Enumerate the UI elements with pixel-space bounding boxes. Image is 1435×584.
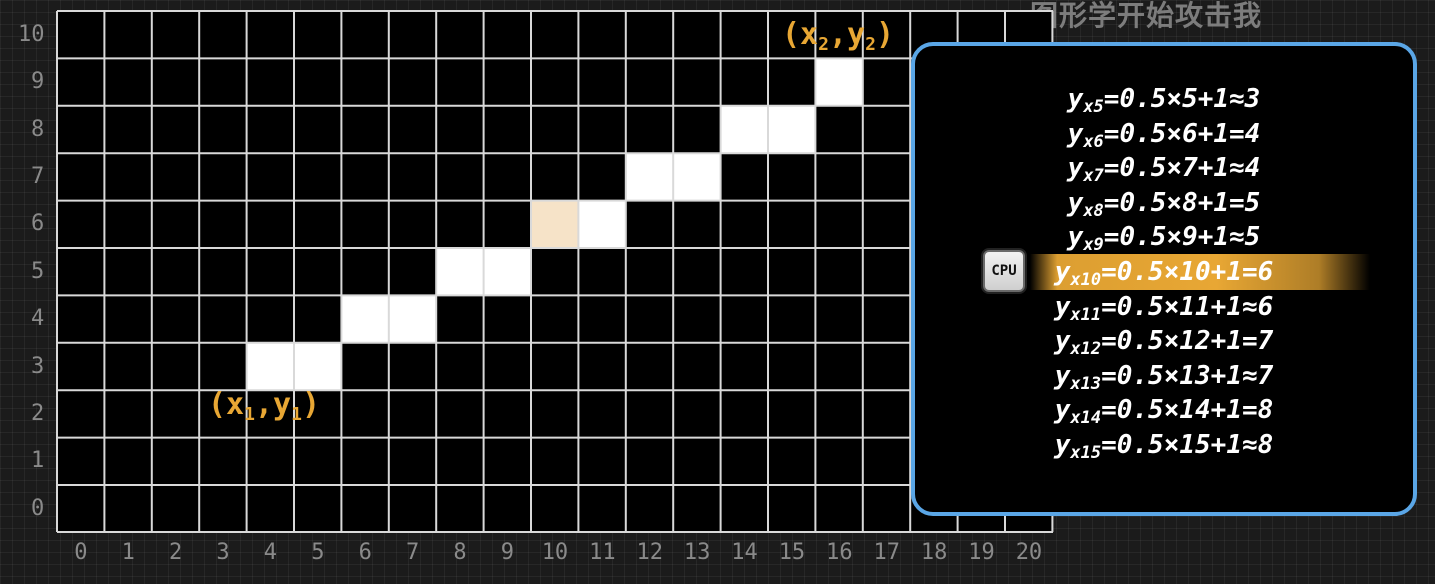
equation-rhs: =0.5×11+1≈6 (1101, 291, 1274, 322)
current-pixel (531, 200, 579, 248)
equation-y: y (1067, 222, 1084, 253)
filled-pixel (815, 58, 863, 106)
equation-subscript: x5 (1083, 97, 1104, 117)
y-tick-label: 5 (31, 258, 45, 284)
equation-subscript: x8 (1083, 200, 1104, 221)
filled-pixel (246, 342, 294, 391)
filled-pixel (720, 105, 768, 154)
watermark-title: 图形学开始攻击我 (1030, 0, 1263, 32)
equation-rhs: =0.5×13+1≈7 (1101, 360, 1274, 391)
equation-subscript: x6 (1083, 131, 1104, 152)
equation-row-current: yx10=0.5×10+1=6 (1011, 256, 1317, 290)
x-tick-label: 20 (1015, 540, 1043, 565)
equation-y: y (1067, 187, 1084, 218)
x-tick-label: 5 (311, 540, 325, 565)
equation-subscript: x7 (1083, 166, 1104, 187)
filled-pixel (578, 200, 626, 248)
equation-subscript: x14 (1070, 408, 1102, 429)
y-tick-label: 9 (31, 69, 45, 95)
y-tick-label: 7 (31, 163, 45, 189)
equation-row: yx13=0.5×13+1≈7 (1011, 360, 1317, 394)
start-point-label: (x1,y1) (208, 387, 320, 425)
equation-y: y (1054, 430, 1071, 460)
grid-background (57, 11, 1053, 532)
equation-y: y (1067, 84, 1084, 114)
equation-rhs: =0.5×15+1≈8 (1101, 430, 1274, 460)
equation-row: yx8=0.5×8+1=5 (1011, 187, 1317, 221)
filled-pixel (294, 342, 342, 391)
equation-row: yx5=0.5×5+1≈3 (1011, 83, 1317, 117)
x-tick-label: 7 (406, 540, 420, 565)
equation-subscript: x12 (1070, 339, 1102, 360)
cpu-chip-icon: CPU (983, 250, 1025, 292)
equation-y: y (1067, 118, 1084, 149)
end-point-label: (x2,y2) (782, 17, 894, 55)
equation-row: yx15=0.5×15+1≈8 (1011, 429, 1317, 463)
x-tick-label: 17 (873, 540, 901, 565)
x-tick-label: 4 (263, 540, 278, 565)
x-tick-label: 15 (778, 540, 806, 565)
equation-row: yx7=0.5×7+1≈4 (1011, 152, 1317, 187)
equation-rhs: =0.5×7+1≈4 (1103, 153, 1261, 184)
equation-row: yx12=0.5×12+1=7 (1011, 325, 1317, 360)
equation-rhs: =0.5×8+1=5 (1103, 187, 1261, 218)
x-tick-label: 16 (826, 540, 853, 565)
equation-rhs: =0.5×10+1=6 (1101, 257, 1274, 287)
pixel-grid-canvas (56, 10, 1054, 533)
equation-subscript: x9 (1083, 235, 1104, 256)
y-tick-label: 6 (31, 211, 45, 237)
pixel-grid (56, 10, 1054, 533)
equation-rhs: =0.5×5+1≈3 (1103, 84, 1261, 114)
x-tick-label: 8 (453, 540, 467, 565)
equation-subscript: x15 (1070, 443, 1102, 463)
y-tick-label: 4 (31, 306, 45, 332)
filled-pixel (673, 153, 721, 201)
equation-y: y (1054, 291, 1071, 322)
equation-row: yx9=0.5×9+1≈5 (1011, 221, 1317, 256)
y-tick-label: 0 (31, 495, 45, 521)
filled-pixel (388, 295, 437, 343)
equation-subscript: x13 (1070, 373, 1102, 394)
equation-rhs: =0.5×6+1=4 (1103, 118, 1261, 149)
x-tick-label: 13 (683, 540, 711, 565)
filled-pixel (625, 153, 674, 201)
equation-y: y (1054, 257, 1071, 287)
equation-y: y (1067, 153, 1084, 184)
filled-pixel (341, 295, 389, 343)
equation-y: y (1054, 326, 1071, 357)
filled-pixel (483, 248, 531, 296)
x-tick-label: 6 (358, 540, 372, 565)
x-tick-label: 12 (636, 540, 664, 565)
x-tick-label: 18 (920, 540, 948, 565)
y-tick-label: 8 (31, 116, 45, 142)
y-tick-label: 1 (31, 448, 45, 474)
equation-subscript: x10 (1070, 270, 1102, 290)
y-tick-label: 2 (31, 400, 45, 426)
x-tick-label: 3 (216, 540, 230, 565)
x-tick-label: 0 (74, 540, 88, 565)
y-tick-label: 3 (31, 353, 45, 379)
equation-row: yx6=0.5×6+1=4 (1011, 118, 1317, 152)
y-tick-label: 10 (18, 21, 45, 47)
x-tick-label: 9 (500, 540, 515, 565)
equation-row: yx11=0.5×11+1≈6 (1011, 291, 1317, 325)
x-tick-label: 14 (731, 540, 758, 565)
x-tick-label: 11 (589, 540, 616, 565)
equation-y: y (1054, 395, 1071, 426)
equation-rhs: =0.5×12+1=7 (1101, 326, 1274, 357)
x-tick-label: 2 (169, 540, 183, 565)
equation-subscript: x11 (1070, 304, 1102, 325)
x-tick-label: 10 (541, 540, 569, 565)
current-equation-highlight (1030, 254, 1370, 290)
equation-rhs: =0.5×14+1=8 (1101, 395, 1274, 426)
equation-y: y (1054, 360, 1071, 391)
x-tick-label: 1 (121, 540, 135, 565)
filled-pixel (436, 248, 484, 296)
filled-pixel (768, 105, 816, 154)
equation-rhs: =0.5×9+1≈5 (1103, 222, 1261, 253)
x-tick-label: 19 (968, 540, 995, 565)
equation-row: yx14=0.5×14+1=8 (1011, 394, 1317, 429)
